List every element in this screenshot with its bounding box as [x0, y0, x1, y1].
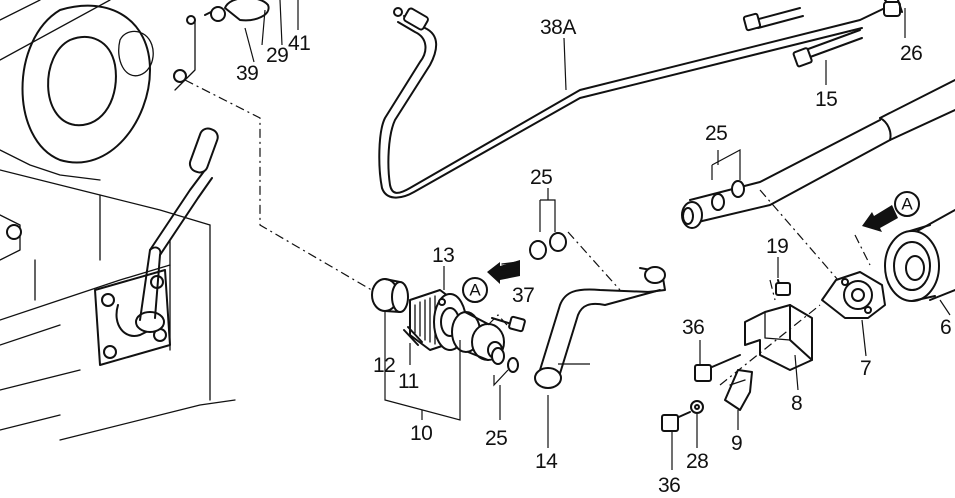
label-41: 41: [288, 32, 310, 55]
label-25-lower: 25: [485, 427, 507, 450]
label-14: 14: [535, 450, 558, 473]
housing-6: [884, 209, 955, 316]
arrow-a-pump: [487, 260, 520, 284]
callout-a-housing-text: A: [901, 195, 913, 214]
callout-a-housing: A: [894, 191, 920, 217]
transmission-housing: [0, 0, 376, 441]
label-39: 39: [236, 62, 258, 85]
label-29: 29: [266, 44, 288, 67]
coupling-7: [719, 189, 886, 386]
label-25-middle: 25: [530, 166, 552, 189]
label-28: 28: [686, 450, 708, 473]
pump-assembly: [371, 266, 526, 421]
label-26: 26: [900, 42, 922, 65]
label-11: 11: [398, 370, 419, 393]
label-19: 19: [766, 235, 788, 258]
bolts-36: [661, 340, 741, 470]
label-38a: 38A: [540, 16, 576, 39]
label-6: 6: [940, 316, 951, 339]
label-7: 7: [860, 357, 871, 380]
bracket-8: [744, 304, 813, 391]
arrow-a-housing: [862, 205, 898, 232]
pipe-38a: [378, 0, 901, 199]
label-12: 12: [373, 354, 395, 377]
label-36-lower: 36: [658, 474, 680, 497]
bolts-15-26: [742, 0, 906, 85]
bracket-9: [690, 369, 753, 448]
part-labels: 39 29 41 38A 26 15 13 25 25 25 37 12 11 …: [236, 16, 952, 497]
callout-a-pump-text: A: [469, 281, 481, 300]
label-25-right: 25: [705, 122, 727, 145]
callout-a-pump: A: [462, 277, 488, 303]
label-37: 37: [512, 284, 534, 307]
label-9: 9: [731, 432, 742, 455]
bolt-19: [769, 257, 791, 301]
label-10: 10: [410, 422, 432, 445]
pipe-upper-right: [681, 79, 955, 229]
label-13: 13: [432, 244, 454, 267]
label-15: 15: [815, 88, 837, 111]
leaders-39-29-41: [244, 0, 299, 63]
pipe-14: [529, 188, 666, 448]
label-8: 8: [791, 392, 802, 415]
label-36-upper: 36: [682, 316, 704, 339]
